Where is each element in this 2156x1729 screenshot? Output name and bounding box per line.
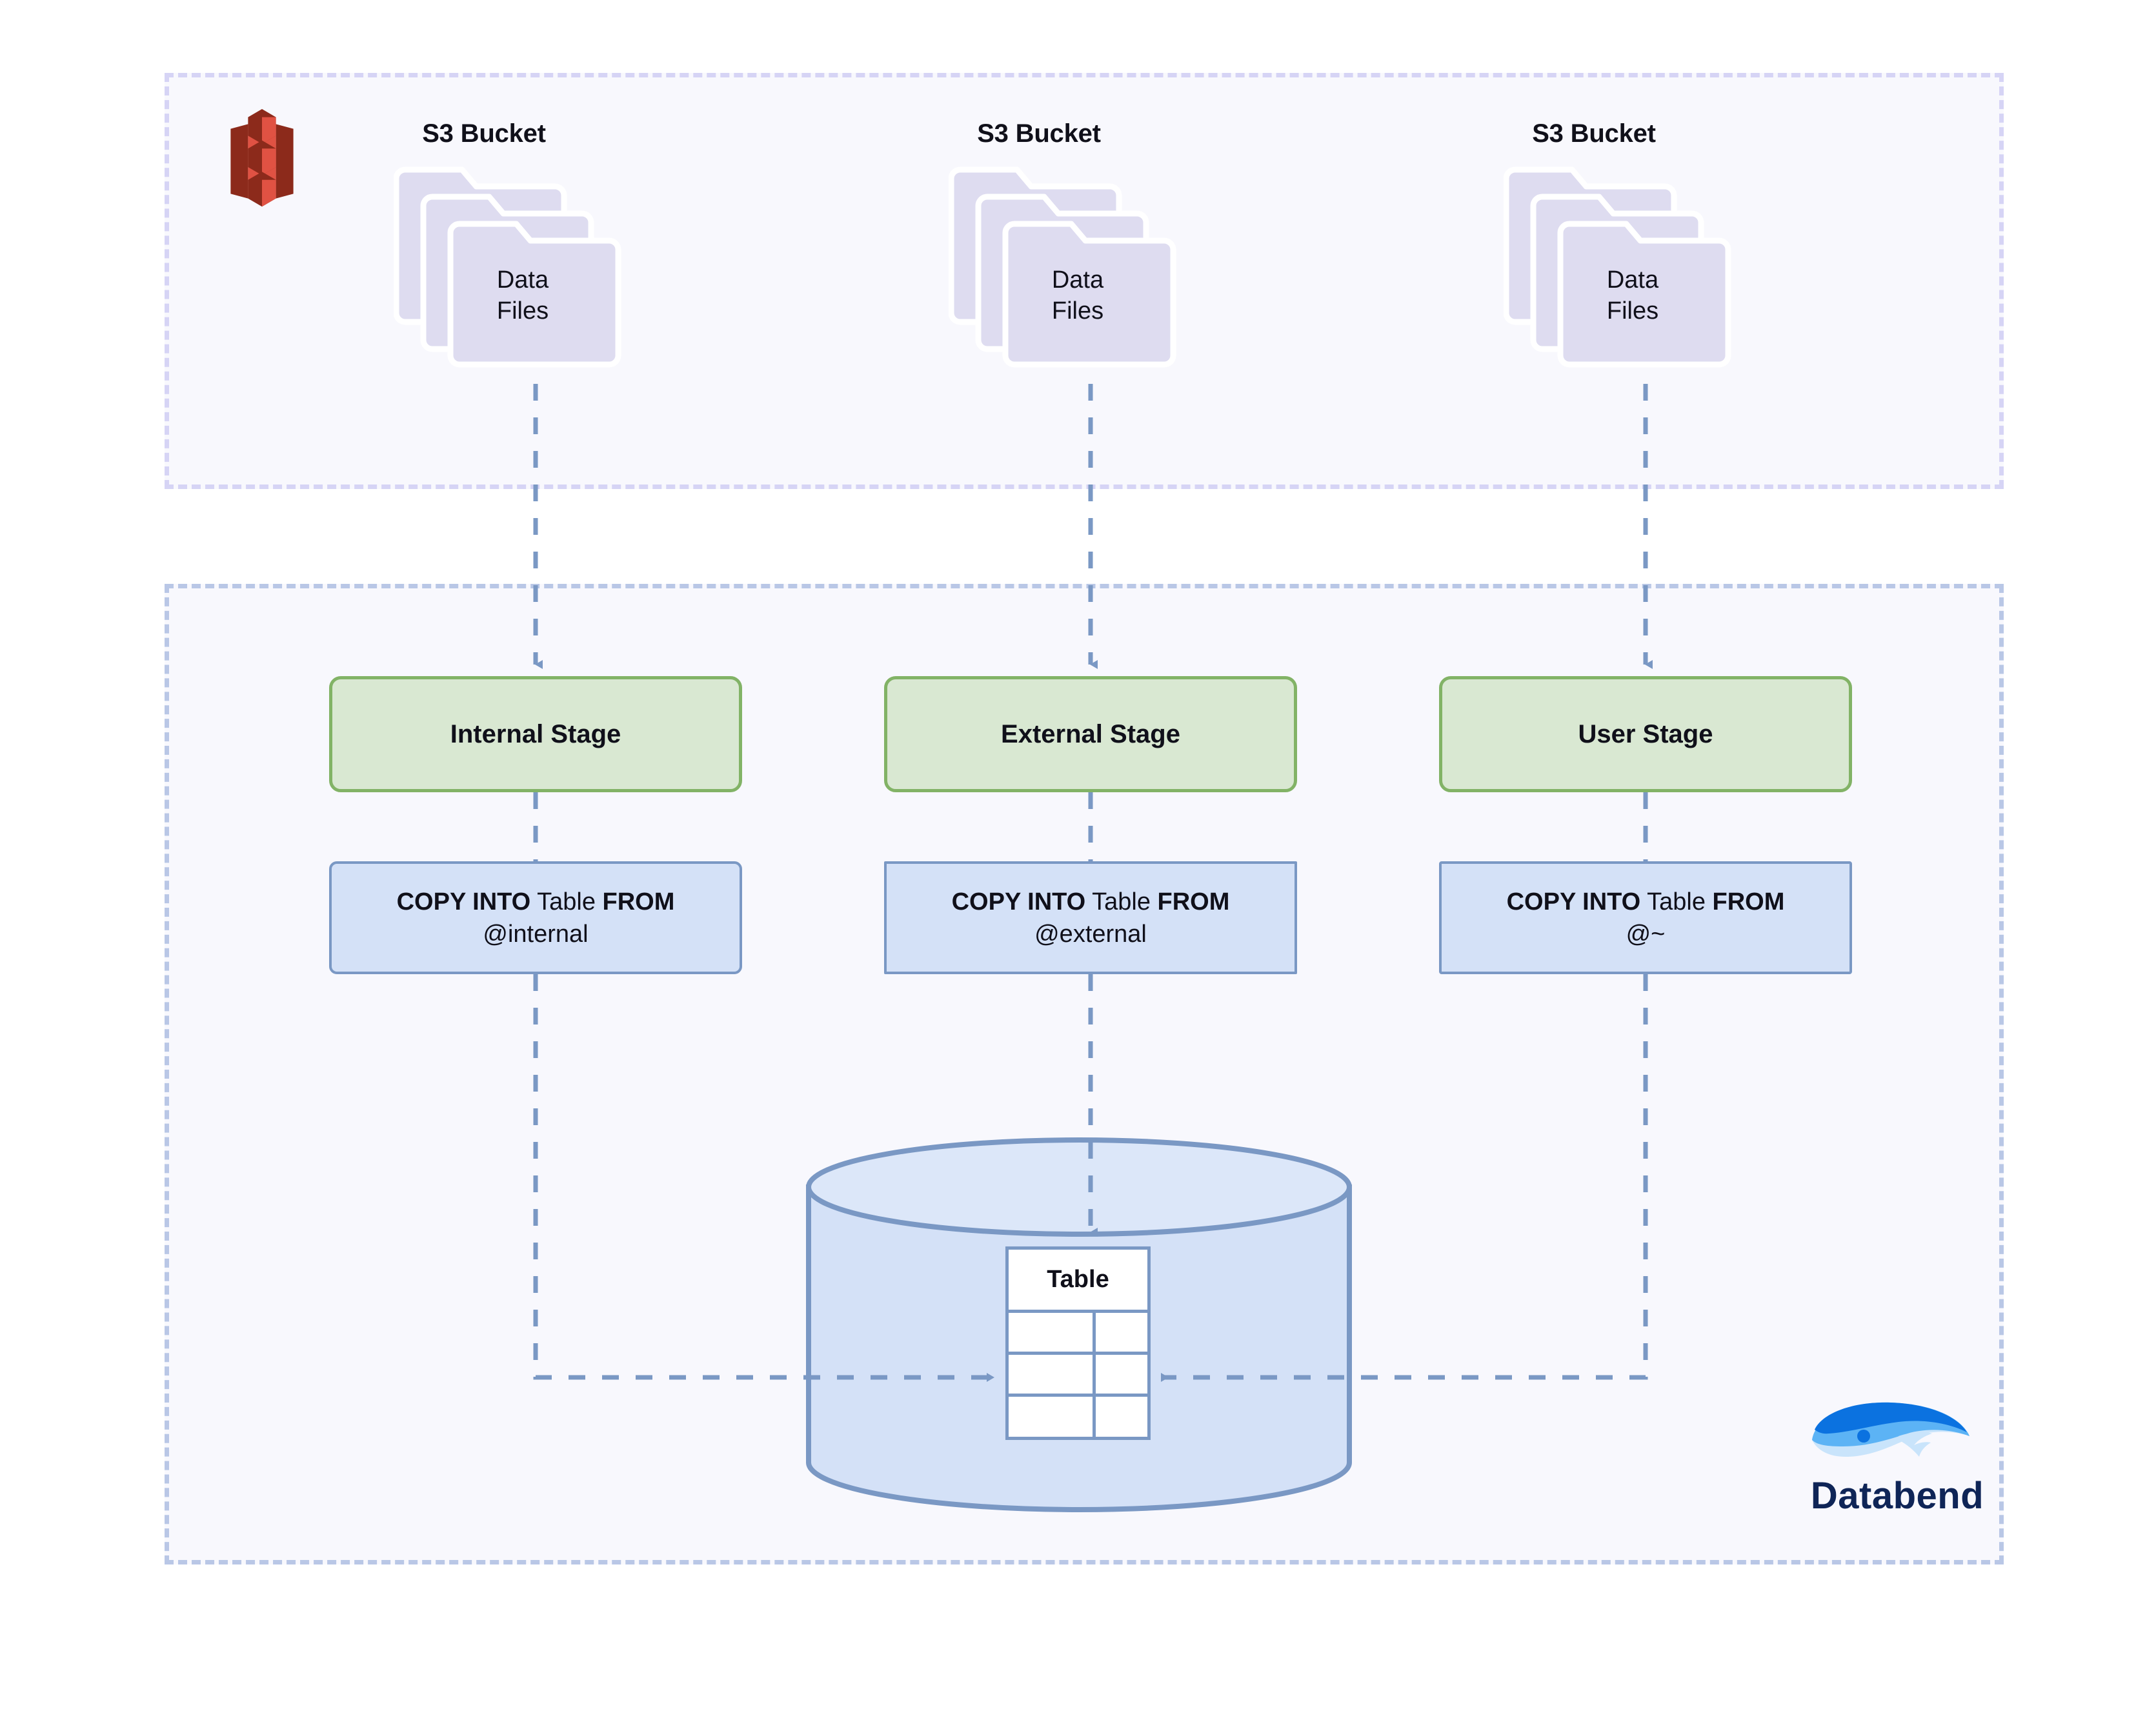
table-cell xyxy=(1096,1313,1147,1352)
copy-statement-external: COPY INTO Table FROM@external xyxy=(951,888,1230,948)
stage-box-internal[interactable]: Internal Stage xyxy=(329,676,742,792)
data-files-label-2: Data Files xyxy=(1606,266,1659,325)
copy-statement-internal: COPY INTO Table FROM@internal xyxy=(396,888,675,948)
data-files-folder-stack-1: Data Files xyxy=(948,158,1181,371)
table-cell xyxy=(1009,1313,1096,1352)
stage-label-user: User Stage xyxy=(1578,719,1713,748)
table-cell xyxy=(1096,1397,1147,1439)
table-shape: Table xyxy=(1005,1246,1151,1440)
table-cell xyxy=(1009,1397,1096,1439)
data-files-label-0: Data Files xyxy=(496,266,549,325)
table-cell xyxy=(1009,1355,1096,1394)
databend-whale-logo xyxy=(1800,1400,1994,1545)
stage-label-external: External Stage xyxy=(1001,719,1180,748)
table-row xyxy=(1009,1397,1147,1439)
data-files-label-1: Data Files xyxy=(1051,266,1104,325)
data-files-folder-stack-0: Data Files xyxy=(393,158,626,371)
aws-s3-logo xyxy=(204,103,320,219)
table-header: Table xyxy=(1009,1250,1147,1313)
stage-box-user[interactable]: User Stage xyxy=(1439,676,1852,792)
stage-box-external[interactable]: External Stage xyxy=(884,676,1297,792)
table-row xyxy=(1009,1355,1147,1397)
copy-into-box-user[interactable]: COPY INTO Table FROM@~ xyxy=(1439,861,1852,974)
databend-wordmark: Databend xyxy=(1810,1475,1984,1517)
data-files-folder-stack-2: Data Files xyxy=(1503,158,1736,371)
stage-label-internal: Internal Stage xyxy=(450,719,621,748)
copy-statement-user: COPY INTO Table FROM@~ xyxy=(1506,888,1785,948)
copy-into-box-external[interactable]: COPY INTO Table FROM@external xyxy=(884,861,1297,974)
table-cell xyxy=(1096,1355,1147,1394)
table-row xyxy=(1009,1313,1147,1355)
bucket-label-0: S3 Bucket xyxy=(422,119,546,148)
bucket-label-2: S3 Bucket xyxy=(1532,119,1656,148)
bucket-label-1: S3 Bucket xyxy=(977,119,1101,148)
copy-into-box-internal[interactable]: COPY INTO Table FROM@internal xyxy=(329,861,742,974)
